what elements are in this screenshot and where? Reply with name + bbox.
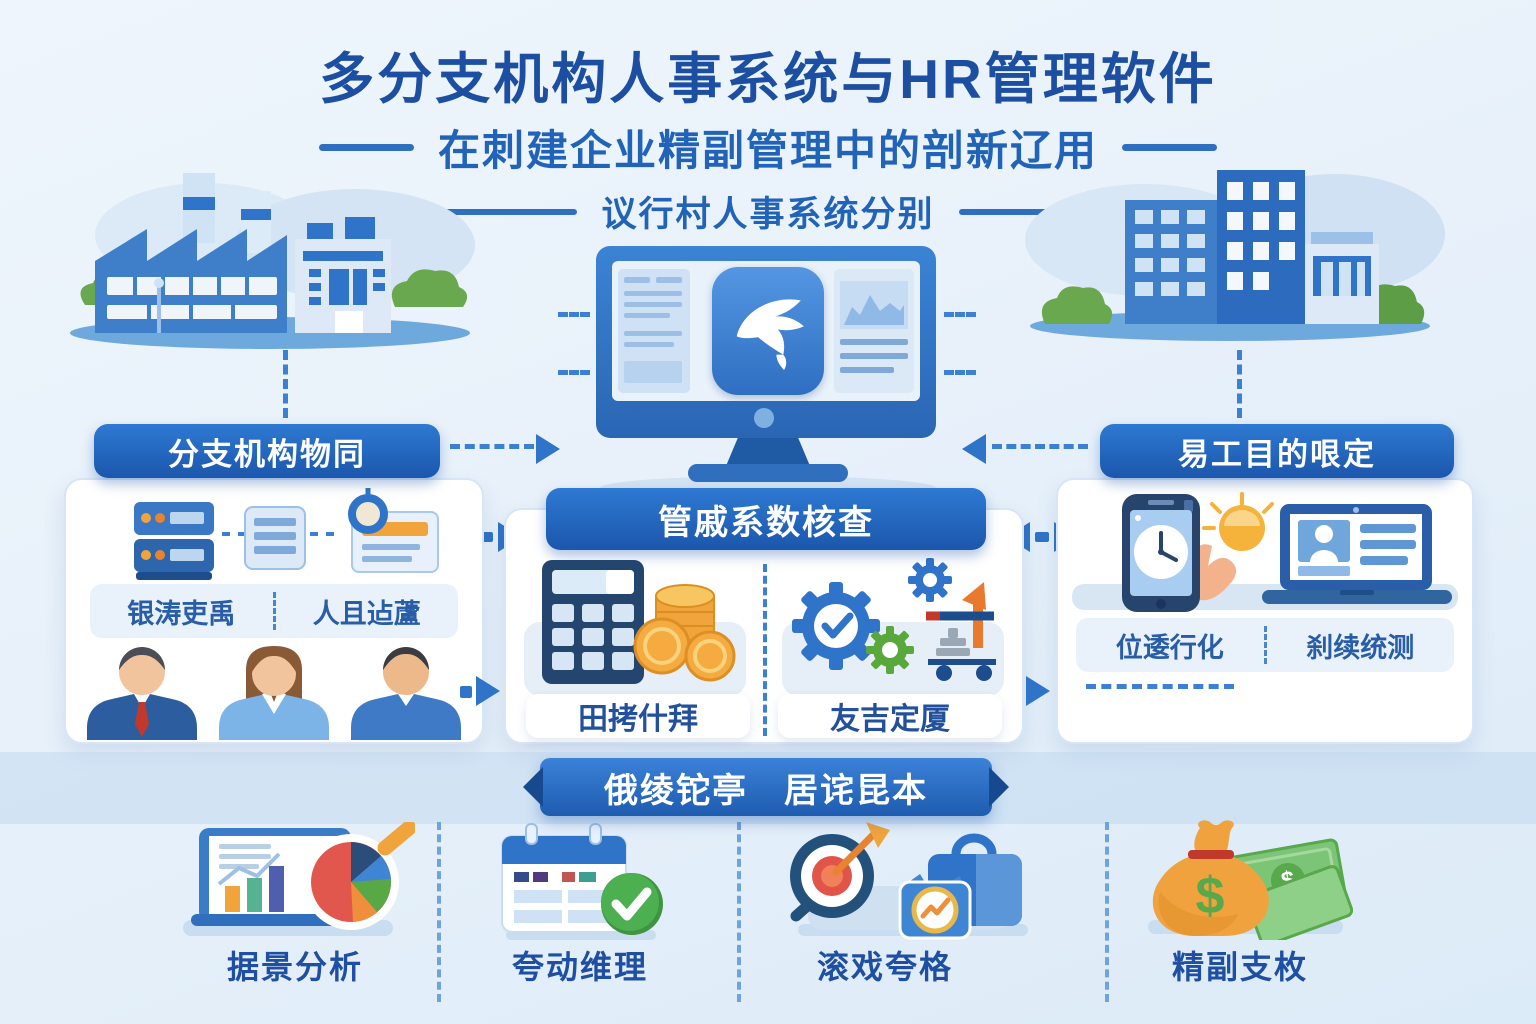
page-title: 多分支机构人事系统与HR管理软件 <box>319 48 1217 110</box>
sun-icon <box>1202 492 1274 530</box>
chip-label: 田拷什拜 <box>526 694 750 738</box>
bottom-divider <box>1105 822 1109 1002</box>
chip-label: 位逶行化 <box>1115 632 1224 663</box>
server-stack-icon <box>134 502 214 580</box>
bottom-divider <box>737 822 741 1002</box>
monitor-screen <box>612 261 920 401</box>
tagline-text: 议行村人事系统分别 <box>601 195 935 234</box>
chip-divider <box>272 592 276 630</box>
chip-label: 刹续统测 <box>1306 632 1415 663</box>
gears-cart-icon <box>792 558 996 681</box>
money-bag-icon: $ $ <box>1148 820 1353 940</box>
analytics-pie-icon <box>183 822 415 936</box>
svg-text:$: $ <box>1196 867 1225 925</box>
calendar-check-icon <box>501 823 663 940</box>
right-panel: 位逶行化 刹续统测 <box>1056 478 1474 744</box>
center-divider <box>763 564 767 736</box>
arrow-right-icon <box>536 434 560 464</box>
center-panel-title: 管戚系数核查 <box>546 488 986 550</box>
bottom-item-label: 滚戏夸格 <box>816 949 953 985</box>
office-towers-illustration <box>1025 170 1445 341</box>
target-briefcase-icon <box>790 822 1028 940</box>
bag-icon: $ <box>1152 820 1269 936</box>
phone-laptop-icons <box>1072 492 1458 612</box>
mini-chart-icon <box>840 281 908 329</box>
left-panel-title: 分支机构物同 <box>94 424 440 478</box>
chip-divider <box>1263 626 1267 664</box>
monitor <box>596 246 936 438</box>
tagline-row: 议行村人事系统分别 <box>0 186 1536 237</box>
left-panel: 银涛吏禹 人且迠蘆 <box>64 478 484 744</box>
connector-node <box>460 686 472 698</box>
dashed-connector <box>558 370 590 375</box>
dashed-connector <box>992 444 1088 449</box>
left-dash-line <box>318 144 414 151</box>
right-panel-title: 易工目的哏定 <box>1100 424 1454 478</box>
wing-bird-logo-icon <box>736 299 804 370</box>
calculator-coins-icon <box>542 560 736 684</box>
banner: 俄绫铊亭 居诧昆本 <box>523 758 1009 816</box>
monitor-power-dot <box>754 408 774 428</box>
chip-label: 银涛吏禹 <box>127 598 236 629</box>
dashed-connector <box>1237 350 1242 418</box>
team-people-icon <box>87 646 461 740</box>
right-dash-line <box>958 208 1094 215</box>
bottom-item-label: 据景分析 <box>226 949 363 985</box>
bottom-item-label: 夸动维理 <box>511 949 648 985</box>
dashed-connector <box>1086 684 1234 689</box>
bottom-item-label: 精副支枚 <box>1171 949 1308 985</box>
dashed-connector <box>944 312 976 317</box>
monitor-base <box>688 464 848 482</box>
search-browser-icon <box>348 488 439 573</box>
arrow-left-icon <box>962 434 986 464</box>
bottom-divider <box>437 822 441 1002</box>
factory-illustration <box>70 173 475 349</box>
app-icon-tile <box>712 267 824 395</box>
arrow-right-icon <box>1026 676 1050 706</box>
camera-badge-icon <box>898 874 972 940</box>
laptop-profile-icon <box>1262 504 1452 604</box>
right-dash-line <box>1122 144 1217 151</box>
left-chip-bar: 银涛吏禹 人且迠蘆 <box>90 584 458 638</box>
dashed-connector <box>944 370 976 375</box>
right-chip-bar: 位逶行化 刹续统测 <box>1076 618 1454 672</box>
subtitle-row: 在刺建企业精副管理中的剖新辽用 <box>0 117 1536 178</box>
chip-label: 人且迠蘆 <box>312 598 421 629</box>
dashed-connector <box>558 312 590 317</box>
dashed-connector <box>222 532 246 536</box>
dashed-connector <box>310 532 334 536</box>
document-card-icon <box>244 506 306 570</box>
dashed-connector <box>450 444 534 449</box>
monitor-stand <box>726 438 810 466</box>
dashed-connector <box>283 350 288 418</box>
chip-label: 友吉定厦 <box>778 694 1002 738</box>
left-dash-line <box>442 208 578 215</box>
subtitle-text: 在刺建企业精副管理中的剖新辽用 <box>437 127 1098 174</box>
arrow-right-icon <box>476 676 500 706</box>
